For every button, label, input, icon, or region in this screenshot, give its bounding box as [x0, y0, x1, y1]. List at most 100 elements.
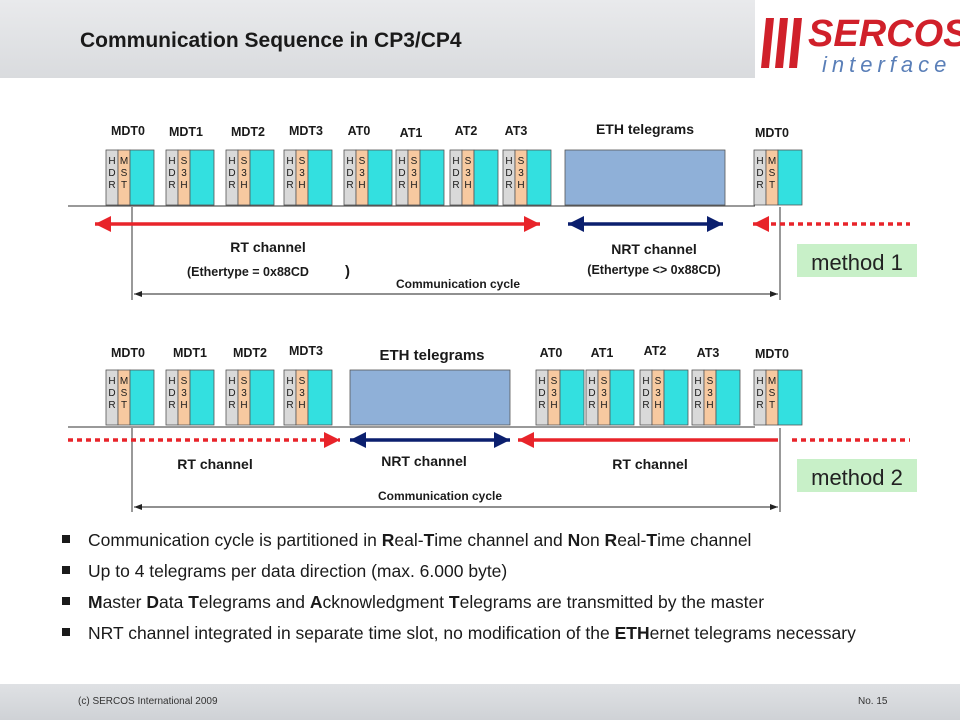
bullet-emphasis: ETH: [614, 623, 650, 643]
hdr-field-label: H: [756, 376, 763, 387]
method2-badge-label: method 2: [811, 465, 903, 490]
hdr-field-label: D: [398, 168, 405, 179]
s3h-field-label: 3: [241, 388, 247, 399]
method1-slot-label: AT2: [455, 124, 478, 138]
bullet-emphasis: T: [188, 592, 199, 612]
s3h-field-label: 3: [181, 388, 187, 399]
hdr-field-label: H: [286, 376, 293, 387]
data-field: [559, 369, 585, 426]
s3h-field-label: 3: [181, 168, 187, 179]
method1-slot-label: AT0: [348, 124, 371, 138]
data-field: [663, 369, 689, 426]
hdr-field-label: R: [538, 400, 545, 411]
s3h-field-label: H: [654, 400, 661, 411]
method1-rt-arrow-head-right: [524, 216, 540, 232]
method2-slot-label: MDT0: [755, 347, 789, 361]
hdr-field-label: D: [588, 388, 595, 399]
data-field: [249, 369, 275, 426]
method2-nrt-arrow-head-right: [494, 432, 510, 448]
s3h-field-label: S: [299, 156, 306, 167]
data-field: [473, 149, 499, 206]
data-field: [777, 149, 803, 206]
mst-field-label: M: [120, 156, 128, 167]
bullet-marker: [62, 535, 70, 543]
data-field: [526, 149, 552, 206]
method1-nrt-ethertype: (Ethertype <> 0x88CD): [587, 263, 720, 277]
bullet-marker: [62, 566, 70, 574]
bullet-item: Up to 4 telegrams per data direction (ma…: [62, 561, 922, 582]
s3h-field-label: S: [359, 156, 366, 167]
hdr-field-label: D: [346, 168, 353, 179]
mst-field-label: S: [121, 388, 128, 399]
s3h-field-label: H: [298, 400, 305, 411]
hdr-field-label: H: [168, 156, 175, 167]
bullet-text: elegrams are transmitted by the master: [459, 592, 765, 612]
hdr-field-label: D: [756, 388, 763, 399]
s3h-field-label: H: [550, 400, 557, 411]
s3h-field-label: H: [464, 180, 471, 191]
s3h-field-label: H: [358, 180, 365, 191]
method1-nrt-label: NRT channel: [611, 241, 697, 257]
footer: (c) SERCOS International 2009 No. 15: [0, 684, 960, 720]
method1-slot-label: MDT1: [169, 125, 203, 139]
s3h-field-label: S: [181, 156, 188, 167]
hdr-field-label: H: [286, 156, 293, 167]
bullet-emphasis: T: [646, 530, 658, 550]
footer-page-number: No. 15: [858, 696, 888, 707]
method1-slot-label: MDT3: [289, 124, 323, 138]
bullet-emphasis: D: [146, 592, 159, 612]
method2-slot-label: MDT1: [173, 346, 207, 360]
hdr-field-label: H: [588, 376, 595, 387]
bullet-text: NRT channel integrated in separate time …: [88, 623, 615, 643]
mst-field-label: S: [769, 168, 776, 179]
hdr-field-label: D: [452, 168, 459, 179]
bullet-text: cknowledgment: [322, 592, 449, 612]
bullet-emphasis: T: [423, 530, 435, 550]
data-field: [307, 369, 333, 426]
header-band: [0, 0, 755, 78]
s3h-field-label: H: [298, 180, 305, 191]
page-title: Communication Sequence in CP3/CP4: [80, 29, 462, 52]
bullet-emphasis: N: [567, 530, 581, 550]
bullet-item: NRT channel integrated in separate time …: [62, 623, 922, 644]
method2-cycle-arrow-head-right: [770, 504, 778, 510]
method1-nrt-arrow-head-left: [568, 216, 584, 232]
bullet-item: Master Data Telegrams and Acknowledgment…: [62, 592, 922, 613]
s3h-field-label: S: [411, 156, 418, 167]
hdr-field-label: D: [228, 388, 235, 399]
bullet-text: ernet telegrams necessary: [649, 623, 856, 643]
hdr-field-label: D: [168, 168, 175, 179]
hdr-field-label: H: [505, 156, 512, 167]
hdr-field-label: R: [108, 180, 115, 191]
s3h-field-label: 3: [241, 168, 247, 179]
bullet-emphasis: T: [448, 592, 460, 612]
s3h-field-label: 3: [551, 388, 557, 399]
method2-slot-label: AT1: [591, 346, 614, 360]
mst-field-label: S: [769, 388, 776, 399]
s3h-field-label: H: [180, 400, 187, 411]
hdr-field-label: R: [505, 180, 512, 191]
s3h-field-label: 3: [655, 388, 661, 399]
method1-slot-label: AT3: [505, 124, 528, 138]
s3h-field-label: H: [240, 400, 247, 411]
method1-eth-label: ETH telegrams: [596, 121, 694, 137]
method1-slot-label: MDT0: [111, 124, 145, 138]
s3h-field-label: S: [518, 156, 525, 167]
hdr-field-label: D: [538, 388, 545, 399]
data-field: [367, 149, 393, 206]
logo-text-sub: interface: [822, 52, 951, 76]
bullet-text: eal-: [617, 530, 647, 550]
method1-slot-label: MDT0: [755, 126, 789, 140]
s3h-field-label: 3: [359, 168, 365, 179]
hdr-field-label: H: [694, 376, 701, 387]
data-field: [307, 149, 333, 206]
method2-rt-right-label: RT channel: [612, 456, 687, 472]
method2-slot-label: MDT0: [111, 346, 145, 360]
hdr-field-label: R: [108, 400, 115, 411]
method1-rt-arrow-head-left: [95, 216, 111, 232]
hdr-field-label: D: [108, 388, 115, 399]
method2-cycle-arrow-head-left: [134, 504, 142, 510]
bullet-emphasis: A: [309, 592, 323, 612]
hdr-field-label: R: [756, 400, 763, 411]
header-divider: [755, 0, 759, 78]
